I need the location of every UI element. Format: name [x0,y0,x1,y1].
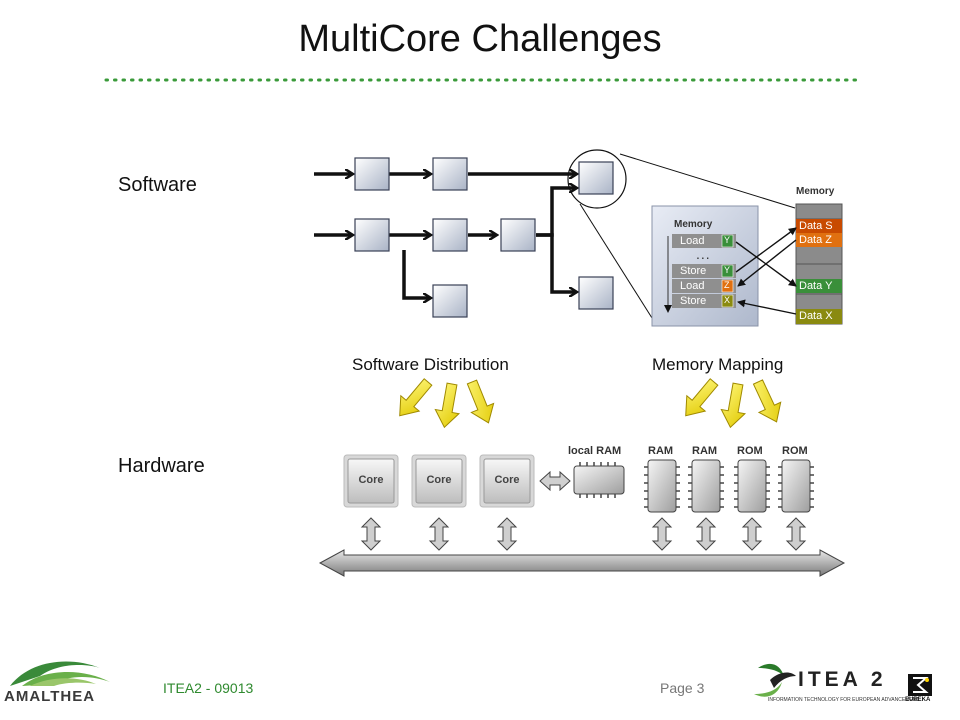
mem-row-op: Store [680,295,707,307]
memory-chips [644,459,814,513]
task-box [354,218,390,252]
ram-label: RAM [692,445,718,457]
software-graph-edges [314,174,576,298]
rom-label: ROM [782,445,808,457]
mem-row-tag: Y [724,235,731,245]
bus-connectors [360,517,807,551]
mem-row-op: Store [680,265,707,277]
mem-row-tag: Z [724,280,730,290]
mem-row-tag: X [724,295,731,305]
mem-row-op: Load [680,235,705,247]
page-number: Page 3 [660,680,705,696]
task-box-highlighted [578,161,614,195]
software-label: Software [118,174,197,196]
project-id: ITEA2 - 09013 [163,680,254,696]
task-box [432,218,468,252]
mem-row-op: Load [680,280,705,292]
itea-logo-text: ITEA 2 [798,668,887,691]
itea-tagline: INFORMATION TECHNOLOGY FOR EUROPEAN ADVA… [768,697,920,703]
amalthea-logo-text: AMALTHEA [4,688,96,705]
task-box [432,157,468,191]
rom-label: ROM [737,445,763,457]
core-label: Core [494,474,520,486]
memory-column-title: Memory [796,186,835,197]
task-box [354,157,390,191]
mem-ellipsis: ... [696,246,711,262]
eureka-text: EUREKA [905,697,931,703]
cores [343,454,535,508]
amalthea-logo [10,661,110,686]
core-label: Core [426,474,452,486]
task-box [578,276,614,310]
core-ram-link [539,470,571,492]
itea-logo-mark [754,663,796,697]
zoom-circle [567,149,627,209]
local-ram-label: local RAM [568,445,622,457]
eureka-logo [908,674,932,696]
memory-column [795,203,843,325]
process-memory-title: Memory [674,219,713,230]
mem-row-tag: Y [724,265,731,275]
hardware-label: Hardware [118,455,205,477]
distribution-arrows [399,378,495,429]
mapping-arrows [685,378,782,429]
task-box [500,218,536,252]
zoom-line [619,153,796,209]
data-z-cell: Data Z [799,234,833,246]
slide-title: MultiCore Challenges [298,18,662,60]
data-x-cell: Data X [799,310,833,322]
local-ram-chip [573,462,625,498]
core-label: Core [358,474,384,486]
memory-mapping-lines [735,227,797,315]
memory-mapping-label: Memory Mapping [652,355,784,374]
system-bus [318,549,846,577]
ram-label: RAM [648,445,674,457]
process-memory-panel [651,205,759,327]
zoom-line [579,203,653,319]
task-box [432,284,468,318]
software-distribution-label: Software Distribution [352,355,509,374]
data-y-cell: Data Y [799,280,833,292]
data-s-cell: Data S [799,220,833,232]
software-graph-tasks [354,157,614,318]
